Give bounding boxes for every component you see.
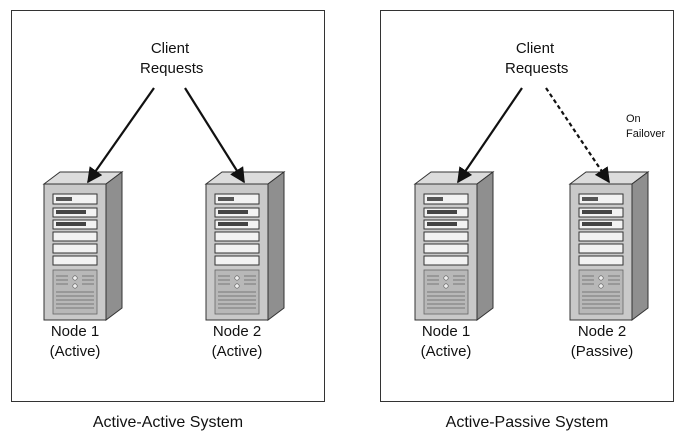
left-node1-state: (Active) [49,343,101,360]
left-client-line1: Client [150,40,190,57]
right-client-line1: Client [515,40,555,57]
left-node2-label: Node 2 (Active) [202,322,272,362]
right-failover-arrow-node2 [545,87,610,184]
active-active-caption: Active-Active System [92,414,244,431]
right-node1-label: Node 1 (Active) [411,322,481,362]
left-node2-state: (Active) [211,343,263,360]
left-node2-name: Node 2 [212,323,262,340]
left-node1-name: Node 1 [50,323,100,340]
right-request-arrow-node1 [457,87,523,184]
left-node1-server-icon [43,171,123,321]
failover-label: On Failover [626,112,674,142]
failover-line1: On [626,113,641,125]
right-node2-server-icon [569,171,649,321]
right-node2-label: Node 2 (Passive) [566,322,638,362]
left-request-arrow-node2 [184,87,245,184]
active-passive-caption: Active-Passive System [445,414,609,431]
right-node2-state: (Passive) [570,343,634,360]
left-client-requests-label: Client Requests [140,39,204,79]
left-node1-label: Node 1 (Active) [40,322,110,362]
left-request-arrow-node1 [87,87,155,184]
right-client-requests-label: Client Requests [505,39,569,79]
right-node2-name: Node 2 [577,323,627,340]
failover-line2: Failover [626,128,666,140]
right-client-line2: Requests [505,60,569,77]
left-client-line2: Requests [140,60,204,77]
right-node1-name: Node 1 [421,323,471,340]
left-node2-server-icon [205,171,285,321]
right-node1-state: (Active) [420,343,472,360]
right-node1-server-icon [414,171,494,321]
